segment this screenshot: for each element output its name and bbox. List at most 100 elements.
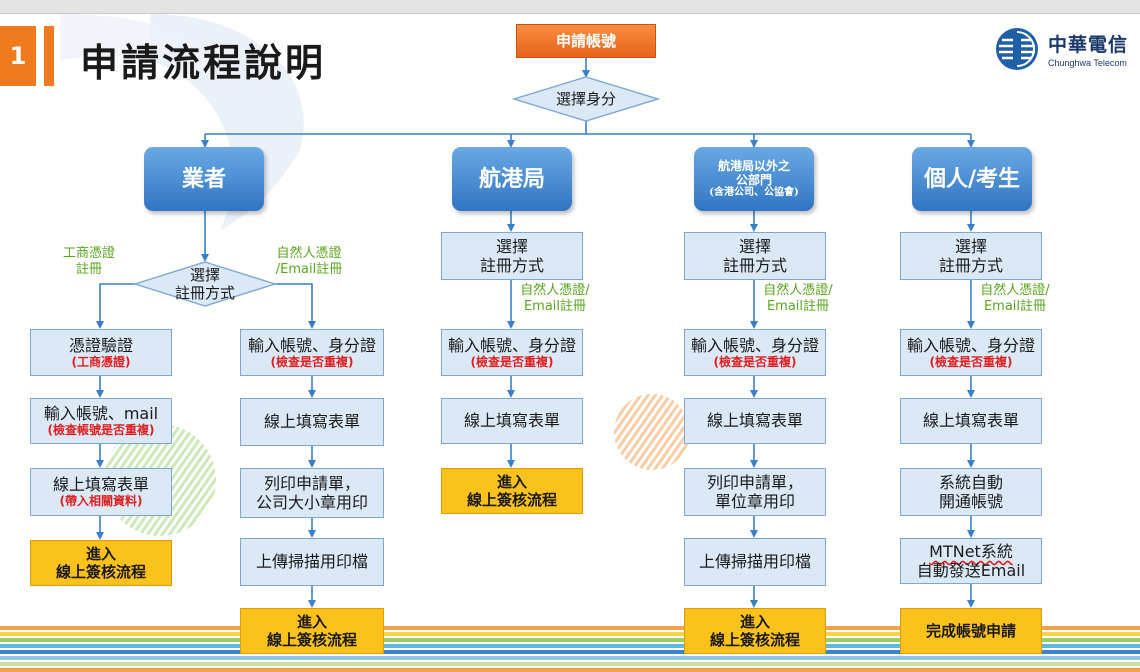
operator-choose-line2: 註冊方式 bbox=[174, 284, 235, 302]
right-fill-form-text: 線上填寫表單 bbox=[263, 412, 360, 432]
individual-complete: 完成帳號申請 bbox=[900, 608, 1042, 654]
choose-identity-label: 選擇身分 bbox=[520, 84, 652, 114]
individual-enter-id-text: 輸入帳號、身分證 bbox=[906, 335, 1035, 355]
operator-print-stamp: 列印申請單， 公司大小章用印 bbox=[240, 468, 384, 518]
port-fill-form: 線上填寫表單 bbox=[441, 398, 583, 444]
port-enter-id-text: 輸入帳號、身分證 bbox=[447, 335, 576, 355]
right-review-line1: 進入 bbox=[296, 613, 327, 631]
port-label-line2: Email註冊 bbox=[523, 299, 587, 315]
operator-enter-id: 輸入帳號、身分證 (檢查是否重複) bbox=[240, 329, 384, 376]
operator-choose-label: 選擇 註冊方式 bbox=[150, 264, 260, 304]
start-apply-account: 申請帳號 bbox=[516, 24, 656, 58]
individual-auto-open-line2: 開通帳號 bbox=[938, 492, 1003, 511]
category-operator-label: 業者 bbox=[181, 165, 226, 192]
title-accent-bar bbox=[44, 26, 54, 86]
category-public-line3: (含港公司、公協會) bbox=[709, 187, 799, 199]
port-enter-id-sub: (檢查是否重複) bbox=[470, 354, 554, 369]
individual-enter-id-sub: (檢查是否重複) bbox=[929, 354, 1013, 369]
individual-choose-method: 選擇 註冊方式 bbox=[900, 232, 1042, 280]
public-enter-id-sub: (檢查是否重複) bbox=[713, 354, 797, 369]
operator-print-line2: 公司大小章用印 bbox=[255, 493, 368, 512]
left-fill-form-sub: (帶入相關資料) bbox=[59, 494, 143, 509]
operator-left-label-line2: 註冊 bbox=[75, 262, 102, 278]
category-operator: 業者 bbox=[144, 147, 264, 211]
left-review-line2: 線上簽核流程 bbox=[55, 563, 146, 581]
public-print-line1: 列印申請單， bbox=[706, 472, 803, 492]
public-branch-label: 自然人憑證/ Email註冊 bbox=[755, 283, 841, 316]
logo-english-name: Chunghwa Telecom bbox=[1048, 58, 1127, 68]
operator-right-label-line2: /Email註冊 bbox=[275, 262, 343, 278]
public-upload-text: 上傳掃描用印檔 bbox=[698, 552, 811, 572]
category-other-public: 航港局以外之 公部門 (含港公司、公協會) bbox=[694, 147, 814, 211]
public-print-stamp: 列印申請單， 單位章用印 bbox=[684, 468, 826, 516]
public-review-line1: 進入 bbox=[739, 613, 770, 631]
enter-account-mail-sub: (檢查帳號是否重複) bbox=[47, 423, 155, 438]
port-review-line2: 線上簽核流程 bbox=[466, 491, 557, 509]
public-choose-line1: 選擇 bbox=[738, 236, 771, 256]
category-port-bureau: 航港局 bbox=[452, 147, 572, 211]
individual-choose-line2: 註冊方式 bbox=[938, 256, 1003, 275]
category-individual-label: 個人/考生 bbox=[923, 165, 1021, 192]
individual-email-line2: 自動發送Email bbox=[916, 561, 1026, 580]
operator-upload-scan: 上傳掃描用印檔 bbox=[240, 538, 384, 586]
public-review-line2: 線上簽核流程 bbox=[709, 631, 800, 649]
individual-label-line2: Email註冊 bbox=[983, 299, 1047, 315]
public-enter-review: 進入 線上簽核流程 bbox=[684, 608, 826, 654]
public-label-line2: Email註冊 bbox=[766, 299, 830, 315]
public-choose-line2: 註冊方式 bbox=[722, 256, 787, 275]
port-choose-method: 選擇 註冊方式 bbox=[441, 232, 583, 280]
public-print-line2: 單位章用印 bbox=[714, 492, 795, 511]
left-fill-form-text: 線上填寫表單 bbox=[52, 475, 149, 495]
individual-auto-open: 系統自動 開通帳號 bbox=[900, 468, 1042, 516]
individual-email-line1: MTNet系統 bbox=[929, 541, 1013, 561]
port-enter-id: 輸入帳號、身分證 (檢查是否重複) bbox=[441, 329, 583, 376]
operator-cert-verify: 憑證驗證 (工商憑證) bbox=[30, 329, 172, 376]
start-label: 申請帳號 bbox=[555, 32, 616, 50]
individual-auto-open-line1: 系統自動 bbox=[938, 472, 1003, 492]
public-enter-id: 輸入帳號、身分證 (檢查是否重複) bbox=[684, 329, 826, 376]
operator-left-fill-form: 線上填寫表單 (帶入相關資料) bbox=[30, 468, 172, 516]
public-fill-form-text: 線上填寫表單 bbox=[706, 411, 803, 431]
individual-branch-label: 自然人憑證/ Email註冊 bbox=[972, 283, 1058, 316]
left-review-line1: 進入 bbox=[85, 545, 116, 563]
port-label-line1: 自然人憑證/ bbox=[520, 283, 590, 298]
choose-identity-text: 選擇身分 bbox=[555, 90, 616, 108]
individual-auto-email: MTNet系統 自動發送Email bbox=[900, 538, 1042, 584]
operator-print-line1: 列印申請單， bbox=[263, 473, 360, 493]
port-fill-form-text: 線上填寫表單 bbox=[463, 411, 560, 431]
public-enter-id-text: 輸入帳號、身分證 bbox=[690, 335, 819, 355]
category-port-bureau-label: 航港局 bbox=[478, 165, 545, 192]
operator-right-fill-form: 線上填寫表單 bbox=[240, 398, 384, 446]
category-public-line1: 航港局以外之 bbox=[717, 158, 790, 173]
individual-fill-form-text: 線上填寫表單 bbox=[922, 411, 1019, 431]
public-upload-scan: 上傳掃描用印檔 bbox=[684, 538, 826, 586]
operator-right-label-line1: 自然人憑證 bbox=[276, 246, 342, 261]
operator-choose-line1: 選擇 bbox=[189, 266, 220, 284]
operator-left-branch-label: 工商憑證 註冊 bbox=[54, 246, 124, 279]
port-choose-line2: 註冊方式 bbox=[479, 256, 544, 275]
page-title: 申請流程說明 bbox=[80, 41, 327, 85]
port-review-line1: 進入 bbox=[496, 473, 527, 491]
category-public-line2: 公部門 bbox=[735, 173, 772, 187]
top-strip bbox=[0, 0, 1140, 14]
category-individual: 個人/考生 bbox=[912, 147, 1032, 211]
operator-right-branch-label: 自然人憑證 /Email註冊 bbox=[264, 246, 354, 279]
port-branch-label: 自然人憑證/ Email註冊 bbox=[512, 283, 598, 316]
public-fill-form: 線上填寫表單 bbox=[684, 398, 826, 444]
operator-enter-id-sub: (檢查是否重複) bbox=[270, 354, 354, 369]
chunghwa-logo-icon bbox=[996, 28, 1038, 70]
cert-verify-text: 憑證驗證 bbox=[68, 335, 133, 355]
operator-right-enter-review: 進入 線上簽核流程 bbox=[240, 608, 384, 654]
company-logo: 中華電信 Chunghwa Telecom bbox=[1048, 30, 1128, 68]
section-number: 1 bbox=[0, 26, 36, 86]
cert-verify-sub: (工商憑證) bbox=[71, 354, 131, 369]
operator-left-enter-review: 進入 線上簽核流程 bbox=[30, 540, 172, 586]
logo-chinese-name: 中華電信 bbox=[1048, 34, 1129, 56]
individual-complete-text: 完成帳號申請 bbox=[925, 622, 1016, 640]
individual-label-line1: 自然人憑證/ bbox=[980, 283, 1050, 298]
individual-enter-id: 輸入帳號、身分證 (檢查是否重複) bbox=[900, 329, 1042, 376]
operator-enter-id-text: 輸入帳號、身分證 bbox=[247, 335, 376, 355]
enter-account-mail-text: 輸入帳號、mail bbox=[43, 404, 159, 424]
port-choose-line1: 選擇 bbox=[495, 236, 528, 256]
